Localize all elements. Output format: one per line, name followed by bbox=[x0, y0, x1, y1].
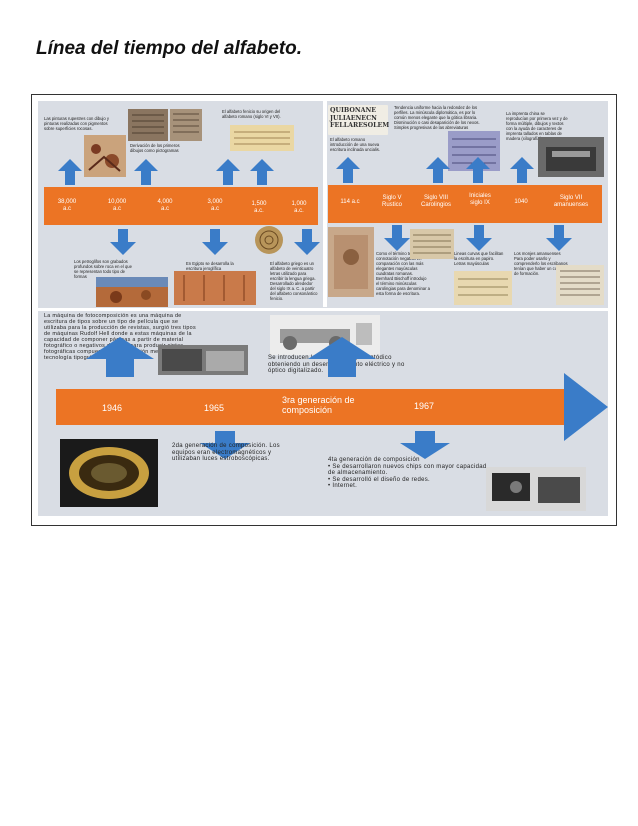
timeline-band-medieval bbox=[328, 185, 602, 223]
scribe-manuscript-image bbox=[556, 265, 604, 305]
note-greek-alphabet: El alfabeto griego es un alfabeto de vei… bbox=[270, 261, 318, 301]
arrow-down-icon bbox=[384, 225, 410, 251]
rock-painting-image bbox=[84, 135, 126, 177]
uppercase-letters-image bbox=[454, 271, 512, 305]
arrow-down-icon bbox=[200, 431, 250, 459]
roman-script-sample: QUIBONANE JULIAENECN FELLARESOLEM bbox=[328, 105, 389, 135]
arrow-up-icon bbox=[466, 157, 490, 183]
date-label: 3,000 a.c bbox=[207, 199, 223, 212]
arrow-up-icon bbox=[426, 157, 450, 183]
date-label: 1040 bbox=[514, 199, 528, 205]
arrow-down-icon bbox=[400, 431, 450, 459]
phoenician-scroll-image bbox=[230, 125, 294, 151]
timeline-poster: Las pinturas rupestres con dibujo y pint… bbox=[38, 101, 608, 516]
timeline-band-modern bbox=[56, 389, 568, 425]
panel-separator bbox=[323, 101, 327, 307]
rustic-script-image bbox=[410, 229, 454, 259]
date-label: 1946 bbox=[102, 403, 123, 413]
note-fourth-generation: 4ta generación de composición • Se desar… bbox=[328, 457, 487, 490]
arrow-up-icon bbox=[134, 159, 158, 185]
cuneiform-tablet-image bbox=[170, 109, 202, 141]
date-label: 1965 bbox=[204, 403, 225, 413]
hieroglyph-image bbox=[174, 271, 256, 305]
document-title: Línea del tiempo del alfabeto. bbox=[36, 38, 303, 59]
timeline-band-ancient bbox=[44, 187, 318, 225]
computer-workstation-image bbox=[486, 467, 586, 511]
date-label: 4,000 a.c bbox=[157, 199, 173, 212]
arrow-up-icon bbox=[336, 157, 360, 183]
date-label: 1967 bbox=[414, 401, 435, 411]
note-egypt-hieroglyphs: En Egipto se desarrolla la escritura jer… bbox=[186, 261, 234, 271]
note-phoenician-alphabet: El alfabeto fenicio su origen del alfabe… bbox=[222, 109, 281, 119]
arrow-right-icon bbox=[564, 373, 608, 441]
arrow-down-icon bbox=[110, 229, 136, 255]
generation-label: 3ra generación de composición bbox=[282, 395, 355, 415]
date-label: Siglo VIII Carolingios bbox=[420, 195, 451, 208]
note-roman-uncialis: El alfabeto romano introducción de una n… bbox=[330, 137, 381, 152]
arrow-down-icon bbox=[466, 225, 492, 251]
note-carolingian-minuscule: Como el término tenia una connotación ne… bbox=[376, 251, 431, 296]
crt-tube-image bbox=[60, 439, 158, 507]
timeline-poster-frame: Las pinturas rupestres con dibujo y pint… bbox=[31, 94, 617, 526]
arrow-up-icon bbox=[58, 159, 82, 185]
date-label: 38,000 a.c bbox=[57, 199, 77, 212]
arrow-up-icon bbox=[216, 159, 240, 185]
note-diplomatic-minuscule: Tendencia uniforme hacia la redondez de … bbox=[394, 105, 480, 130]
arrow-up-icon bbox=[510, 157, 534, 183]
arrow-up-icon bbox=[308, 337, 376, 377]
note-second-generation: 2da generación de composición. Los equip… bbox=[172, 443, 280, 463]
phaistos-disc-image bbox=[254, 225, 284, 255]
note-curved-lines: Lineas curvas que facilitan la escritura… bbox=[454, 251, 504, 266]
note-scribes: Los monjes amanuenses Para poder usarlo … bbox=[514, 251, 568, 276]
note-chinese-printing: La imprenta china se reproducían por pri… bbox=[506, 111, 568, 141]
note-pictograms: Derivación de los primeros dibujos como … bbox=[130, 143, 180, 153]
date-label: 10,000 a.c bbox=[107, 199, 127, 212]
date-label: 1,500 a.c. bbox=[251, 201, 267, 214]
petroglyph-image bbox=[96, 277, 168, 307]
date-label: 1,000 a.c. bbox=[291, 201, 307, 214]
woodblock-press-image bbox=[538, 137, 604, 177]
clay-tablet-image bbox=[128, 109, 168, 141]
note-petroglyphs: Los petroglifos son grabados profundos s… bbox=[74, 259, 132, 279]
arrow-up-icon bbox=[250, 159, 274, 185]
date-label: Siglo VII amanuenses bbox=[553, 195, 589, 208]
date-label: 114 a.c bbox=[340, 199, 360, 205]
date-label: Iniciales siglo IX bbox=[469, 193, 491, 206]
arrow-down-icon bbox=[546, 225, 572, 251]
arrow-down-icon bbox=[202, 229, 228, 255]
carolingian-manuscript-image bbox=[328, 227, 374, 297]
arrow-down-icon bbox=[294, 229, 320, 255]
typesetting-workshop-image bbox=[158, 345, 248, 375]
arrow-up-icon bbox=[86, 337, 154, 377]
note-rock-paintings: Las pinturas rupestres con dibujo y pint… bbox=[44, 116, 109, 131]
date-label: Siglo V Rustico bbox=[381, 195, 402, 208]
section-divider bbox=[38, 308, 608, 311]
